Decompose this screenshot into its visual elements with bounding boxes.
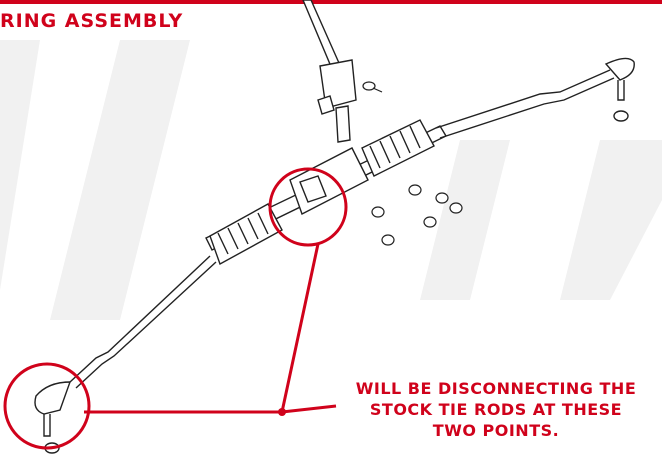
leader-junction-dot: [278, 408, 286, 416]
top-accent-bar: [0, 0, 662, 4]
center-highlight-circle: [268, 167, 348, 247]
callout-note-line-3: TWO POINTS.: [432, 421, 560, 440]
callout-note-line-2: STOCK TIE RODS AT THESE: [369, 400, 623, 419]
assembly-title: RING ASSEMBLY: [0, 10, 184, 32]
column-bolt: [362, 81, 383, 93]
left-tie-rod-highlight-circle: [3, 362, 91, 450]
callout-note-line-1: WILL BE DISCONNECTING THE: [355, 379, 637, 398]
callout-note: WILL BE DISCONNECTING THE STOCK TIE RODS…: [330, 378, 662, 441]
left-tie-rod: [34, 255, 217, 454]
right-tie-rod: [435, 57, 635, 139]
steering-column: [302, 0, 357, 143]
rack-housing: [205, 119, 447, 266]
note-connector-line: [281, 404, 337, 414]
watermark-logo: [0, 40, 662, 320]
mounting-nuts: [371, 184, 463, 246]
